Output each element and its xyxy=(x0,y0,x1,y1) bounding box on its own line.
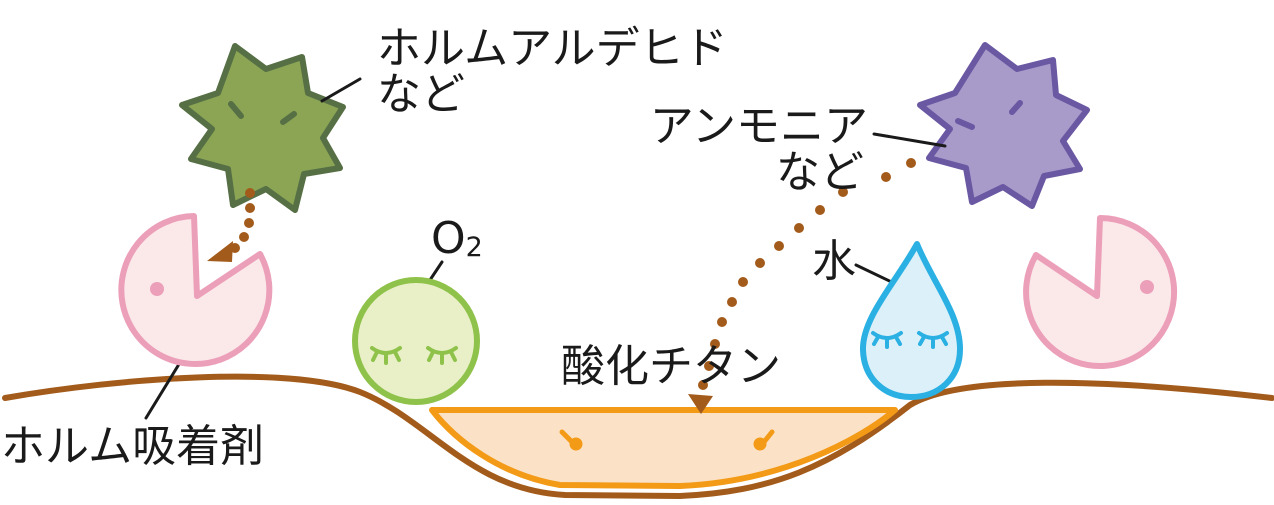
formaldehyde-face xyxy=(228,101,297,125)
ammonia-label: アンモニア など xyxy=(623,101,868,199)
water-face xyxy=(871,331,949,349)
ground-surface xyxy=(2,373,1274,500)
ammonia-label-line1: アンモニア xyxy=(649,101,868,152)
formaldehyde-label: ホルムアルデヒド など xyxy=(377,23,728,121)
ammonia-molecule-icon xyxy=(917,42,1090,209)
oxygen-label: O2 xyxy=(431,213,483,264)
ammonia-face xyxy=(955,100,1023,130)
oxygen-label-subscript: 2 xyxy=(465,232,483,263)
titanium-oxide-layer xyxy=(429,407,898,489)
formaldehyde-label-line1: ホルムアルデヒド xyxy=(377,23,728,74)
water-droplet-icon xyxy=(859,241,963,400)
adsorbent-right-eye xyxy=(1140,280,1154,294)
water-label: 水 xyxy=(812,236,856,287)
adsorbent-left-eye xyxy=(150,282,164,296)
ammonia-path xyxy=(688,158,916,414)
titanium-oxide-face xyxy=(559,429,775,451)
oxygen-label-main: O xyxy=(431,213,466,264)
formaldehyde-molecule-icon xyxy=(179,43,346,213)
titanium-oxide-label: 酸化チタン xyxy=(561,341,781,392)
formaldehyde-path xyxy=(207,188,255,262)
adsorbent-right-icon xyxy=(1023,215,1178,369)
adsorbent-left-icon xyxy=(118,213,273,367)
adsorbent-label: ホルム吸着剤 xyxy=(1,421,265,472)
formaldehyde-label-line2: など xyxy=(377,69,465,121)
ammonia-label-line2: など xyxy=(776,147,864,199)
oxygen-molecule-icon xyxy=(352,277,480,405)
oxygen-face xyxy=(370,346,458,365)
